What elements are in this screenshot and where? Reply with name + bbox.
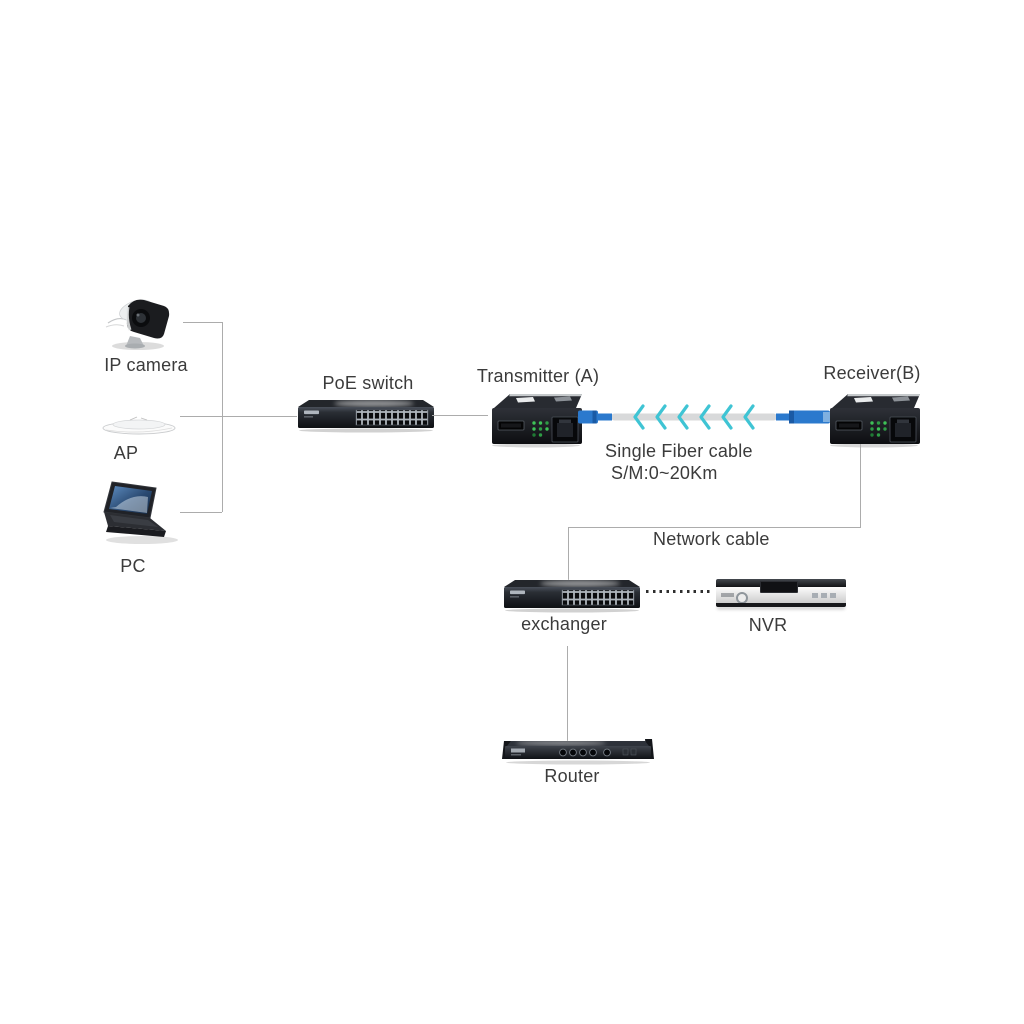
poe-switch-label: PoE switch (322, 373, 414, 393)
dotted-link-exchanger-nvr (646, 590, 713, 593)
transmitter-media-converter-icon (492, 394, 582, 448)
fiber-cable-name-label: Single Fiber cable (605, 441, 753, 461)
fiber-cable-spec-label: S/M:0~20Km (611, 463, 718, 483)
laptop-screen (109, 486, 152, 514)
poe-switch-icon (298, 400, 434, 433)
pc-label: PC (120, 556, 146, 576)
laptop-keyboard (110, 515, 158, 527)
ip-camera-label: IP camera (104, 355, 188, 375)
router-label: Router (544, 766, 600, 786)
switch-port-grid (355, 409, 429, 426)
router-icon (502, 739, 654, 765)
nvr-buttons (812, 593, 839, 598)
status-leds (870, 421, 887, 437)
nvr-front-panel (716, 587, 846, 604)
nvr-label: NVR (748, 615, 788, 635)
access-point-icon (102, 416, 176, 435)
router-ports (559, 748, 611, 757)
switch-port-grid (561, 589, 635, 606)
ip-camera-icon (105, 299, 170, 350)
cable-camera-to-bus (183, 322, 222, 323)
pc-laptop-icon (103, 481, 178, 544)
ap-label: AP (113, 443, 139, 463)
fiber-connector-left (578, 410, 612, 424)
status-leds (532, 421, 549, 437)
nvr-display-window (760, 581, 798, 593)
network-cable-label: Network cable (653, 529, 770, 549)
fiber-direction-chevrons (633, 404, 755, 430)
network-cable-down-to-exchanger (568, 527, 569, 581)
network-cable-down-from-receiver (860, 444, 861, 527)
cable-pc-to-bus (180, 512, 222, 513)
exchanger-switch-icon (504, 580, 640, 613)
network-cable-horizontal (568, 527, 861, 528)
exchanger-label: exchanger (521, 614, 607, 634)
cable-ap-to-switch (180, 416, 297, 417)
nvr-icon (716, 579, 846, 607)
cable-exchanger-to-router (567, 646, 568, 741)
fiber-connector-right (776, 410, 830, 424)
nvr-base (716, 603, 846, 607)
nvr-logo (721, 593, 734, 597)
single-fiber-cable-icon (578, 404, 830, 430)
cable-switch-to-transmitter (432, 415, 488, 416)
cable-bus-vertical (222, 322, 223, 512)
receiver-media-converter-icon (830, 394, 920, 448)
transmitter-label: Transmitter (A) (476, 366, 600, 386)
receiver-label: Receiver(B) (823, 363, 921, 383)
